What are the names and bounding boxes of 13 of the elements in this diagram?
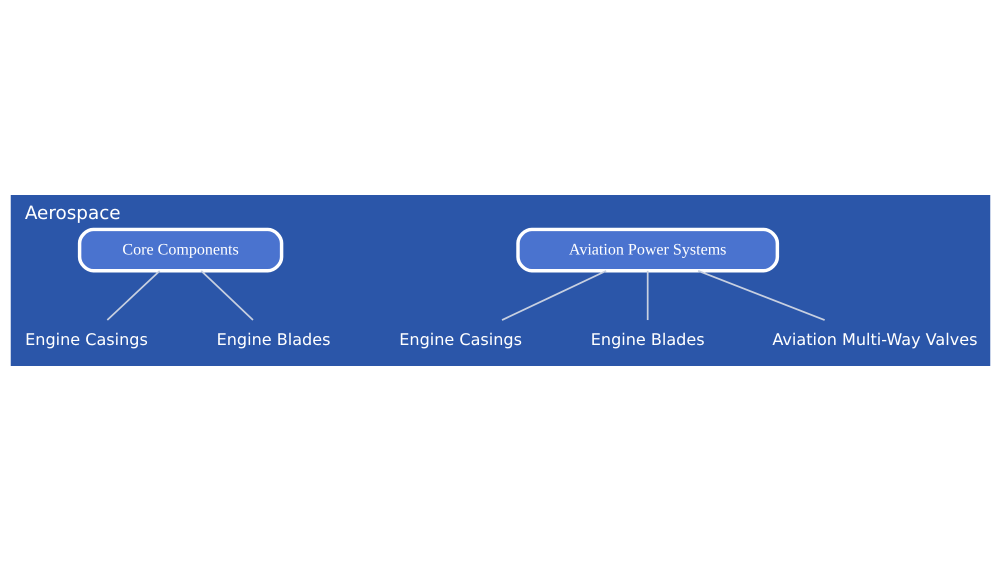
connector (646, 270, 648, 320)
diagram-title: Aerospace (24, 202, 120, 224)
node-text: Engine Casings (398, 330, 522, 349)
connector (697, 270, 824, 321)
node-text: Engine Blades (590, 330, 704, 349)
node-text: Aviation Multi-Way Valves (772, 330, 977, 349)
node-text: Engine Casings (24, 330, 148, 349)
node-box: Core Components (77, 228, 283, 272)
node-text: Engine Blades (216, 330, 330, 349)
connector (200, 270, 254, 321)
node-box: Aviation Power Systems (516, 228, 779, 272)
connector (106, 270, 160, 321)
connector (501, 270, 606, 321)
